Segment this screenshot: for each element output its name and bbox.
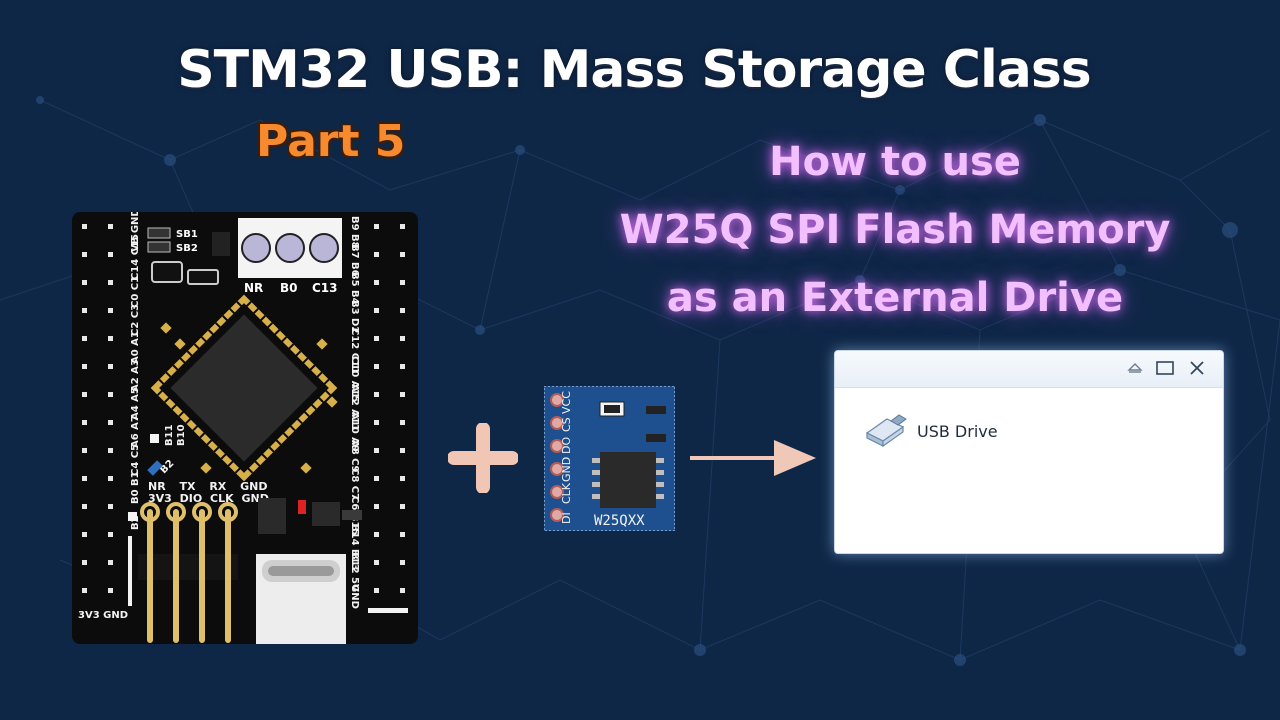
board-right-label: B7 B6 bbox=[349, 244, 360, 277]
board-left-label: C0 C1 bbox=[130, 276, 141, 308]
window-titlebar[interactable] bbox=[835, 351, 1223, 388]
board-left-label: C14 C15 bbox=[130, 234, 141, 280]
board-left-label: B0 B1 bbox=[130, 471, 141, 504]
board-inner-label: B11 bbox=[164, 424, 175, 446]
board-right-label: B5 B4 bbox=[349, 272, 360, 305]
subtitle: How to use W25Q SPI Flash Memory as an E… bbox=[590, 128, 1200, 332]
usb-drive-item[interactable]: USB Drive bbox=[863, 411, 1103, 451]
board-left-label: A2 A3 bbox=[130, 359, 141, 392]
board-corner-label: 3V3 GND bbox=[78, 610, 128, 621]
header-bottom-label: 3V3 DIO CLK GND bbox=[148, 492, 269, 505]
drive-window: USB Drive bbox=[834, 350, 1224, 554]
minimize-icon[interactable] bbox=[1125, 359, 1145, 377]
module-pin-gnd: GND bbox=[560, 457, 573, 482]
header-top-label: NR TX RX GND bbox=[148, 480, 267, 493]
board-right-label: C10 A15 bbox=[349, 356, 360, 402]
module-chip-label: W25QXX bbox=[594, 513, 645, 529]
module-pin-vcc: VCC bbox=[560, 391, 573, 414]
plus-icon bbox=[448, 423, 518, 493]
board-left-label: A0 A1 bbox=[130, 331, 141, 364]
module-pin-clk: CLK bbox=[560, 482, 573, 504]
board-inner-label: B10 bbox=[176, 424, 187, 446]
board-left-label: A4 A5 bbox=[130, 387, 141, 420]
module-pin-do: DO bbox=[560, 437, 573, 454]
board-right-label: C8 C7 bbox=[349, 468, 360, 500]
maximize-icon[interactable] bbox=[1155, 359, 1175, 377]
module-pin-cs: CS bbox=[560, 417, 573, 432]
arrow-right-icon bbox=[690, 440, 816, 476]
board-left-label: C2 C3 bbox=[130, 304, 141, 336]
board-right-label: C12 C11 bbox=[349, 328, 360, 374]
close-icon[interactable] bbox=[1187, 359, 1207, 377]
usb-drive-label: USB Drive bbox=[917, 422, 998, 441]
board-left-label: C4 C5 bbox=[130, 444, 141, 476]
subtitle-line-3: as an External Drive bbox=[666, 275, 1124, 321]
stm32-board-image: VB GND C14 C15 C0 C1 C2 C3 A0 A1 A2 A3 A… bbox=[72, 212, 418, 644]
w25q-module-image: VCC CS DO GND CLK DI W25QXX bbox=[544, 386, 675, 531]
page-title: STM32 USB: Mass Storage Class bbox=[177, 40, 1092, 100]
board-right-label: B3 D2 bbox=[349, 300, 360, 333]
subtitle-line-2: W25Q SPI Flash Memory bbox=[619, 207, 1171, 253]
board-left-label: A6 A7 bbox=[130, 415, 141, 448]
board-right-label: B14 B13 bbox=[349, 524, 360, 571]
subtitle-line-1: How to use bbox=[769, 139, 1021, 185]
button-label-b0: B0 bbox=[280, 281, 298, 295]
part-label: Part 5 bbox=[256, 116, 406, 167]
button-label-nr: NR bbox=[244, 281, 263, 295]
board-left-label: B2 bbox=[130, 515, 141, 530]
jumper-label: SB2 bbox=[176, 243, 198, 254]
module-pin-di: DI bbox=[560, 512, 573, 524]
button-label-c13: C13 bbox=[312, 281, 338, 295]
board-label-vb-gnd: VB GND bbox=[130, 212, 141, 252]
jumper-label: SB1 bbox=[176, 229, 198, 240]
board-right-label: A8 C9 bbox=[349, 440, 360, 473]
usb-drive-icon bbox=[865, 414, 907, 448]
board-right-label: B12 5V bbox=[349, 552, 360, 592]
board-right-label: A12 A11 bbox=[349, 384, 360, 431]
board-right-label: B9 B8 bbox=[349, 216, 360, 249]
board-right-label: GND bbox=[349, 584, 360, 609]
board-right-label: A10 A9 bbox=[349, 412, 360, 452]
